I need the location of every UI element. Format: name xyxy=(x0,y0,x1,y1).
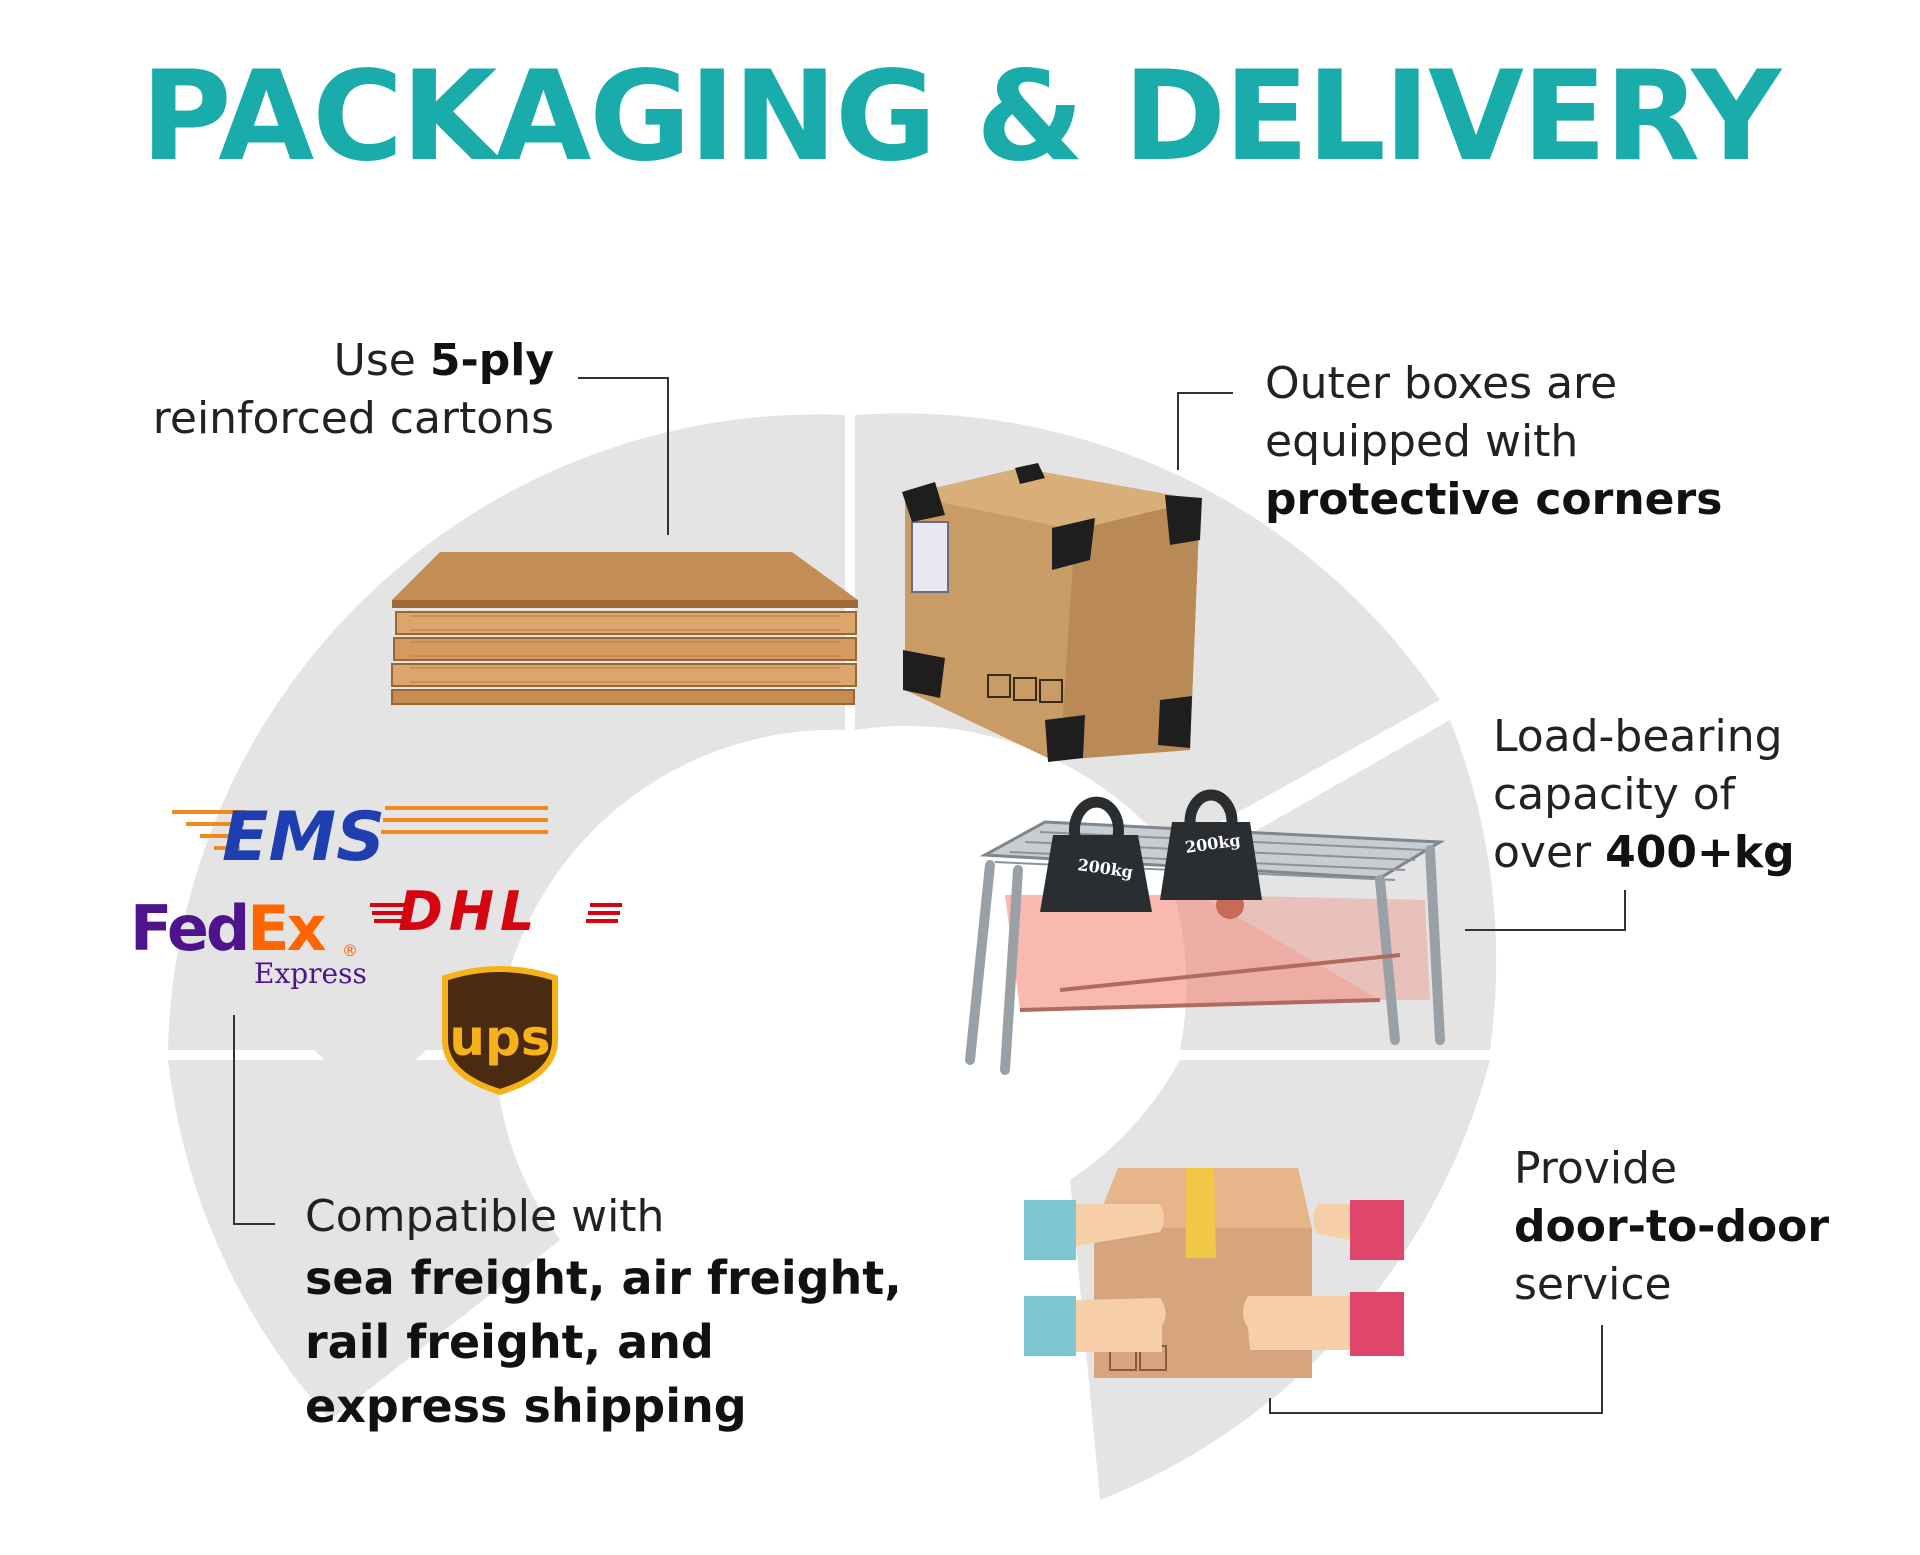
leader-load xyxy=(1465,890,1626,931)
dhl-logo: DHL xyxy=(370,880,622,943)
fedex-fed-text: Fed xyxy=(130,892,247,965)
leader-lines xyxy=(233,377,1626,1414)
leader-shipping xyxy=(233,1015,275,1225)
box-with-corners-icon xyxy=(902,463,1202,762)
fedex-ex-text: Ex xyxy=(247,892,326,965)
ups-logo: ups xyxy=(442,966,558,1096)
page-title: PACKAGING & DELIVERY xyxy=(140,45,1781,189)
caption-corners: Outer boxes are equipped with protective… xyxy=(1265,355,1722,529)
hands-holding-box-icon xyxy=(1024,1168,1404,1378)
caption-cartons-bold: 5-ply xyxy=(429,335,554,386)
caption-corners-bold: protective corners xyxy=(1265,474,1723,525)
caption-door: Provide door-to-door service xyxy=(1514,1140,1829,1314)
caption-load-line1: Load-bearing xyxy=(1493,711,1783,762)
caption-corners-line2: equipped with xyxy=(1265,416,1579,467)
caption-cartons-line2: reinforced cartons xyxy=(152,393,554,444)
leader-corners xyxy=(1177,392,1233,470)
svg-text:FedEx: FedEx xyxy=(130,892,327,965)
caption-door-line3: service xyxy=(1514,1259,1672,1310)
leader-cartons xyxy=(578,377,669,535)
caption-door-bold: door-to-door xyxy=(1514,1201,1830,1252)
scaffold-with-weights-icon: 200kg 200kg xyxy=(965,789,1445,1075)
ups-logo-text: ups xyxy=(449,1009,550,1067)
fedex-express-text: Express xyxy=(254,957,367,990)
caption-corners-line1: Outer boxes are xyxy=(1265,358,1618,409)
caption-load-prefix: over xyxy=(1493,827,1606,878)
caption-shipping-line1: Compatible with xyxy=(305,1191,665,1242)
fedex-logo: FedEx ® Express xyxy=(130,892,367,990)
ems-logo-text: EMS xyxy=(222,798,385,877)
cardboard-sheets-icon xyxy=(391,552,858,705)
caption-cartons: Use 5-ply reinforced cartons xyxy=(140,332,554,448)
leader-door xyxy=(1269,1325,1603,1414)
caption-load-line2: capacity of xyxy=(1493,769,1736,820)
caption-shipping-bold3: express shipping xyxy=(305,1379,747,1433)
caption-shipping-bold2: rail freight, and xyxy=(305,1315,714,1369)
dhl-logo-text: DHL xyxy=(398,880,540,943)
fedex-registered-mark: ® xyxy=(342,941,358,960)
caption-door-line1: Provide xyxy=(1514,1143,1678,1194)
caption-shipping-bold1: sea freight, air freight, xyxy=(305,1251,902,1305)
carrier-logos-icon: EMS DHL FedEx ® Express ups xyxy=(130,798,622,1096)
ems-logo: EMS xyxy=(172,798,548,877)
caption-load: Load-bearing capacity of over 400+kg xyxy=(1493,708,1795,882)
caption-cartons-prefix: Use xyxy=(333,335,430,386)
caption-shipping: Compatible with sea freight, air freight… xyxy=(305,1188,902,1438)
caption-load-bold: 400+kg xyxy=(1605,827,1795,878)
